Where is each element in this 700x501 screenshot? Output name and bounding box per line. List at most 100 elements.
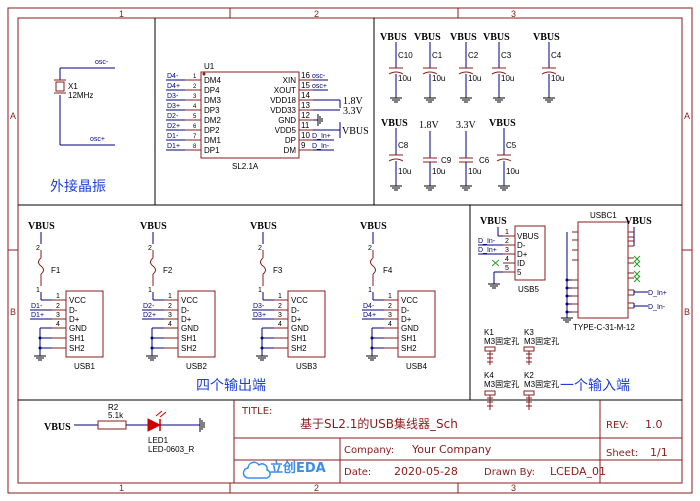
hole-k1-symbol <box>484 346 496 365</box>
port-pin-num: 4 <box>168 321 172 328</box>
cap-c8-net: VBUS <box>381 118 408 129</box>
cap-c5: VBUS C5 10u <box>489 118 519 191</box>
fuse-ref: F4 <box>383 266 393 275</box>
cap-c1: VBUS C1 10u <box>414 32 445 103</box>
u1-net-d-in-plus: D_In+ <box>312 133 331 140</box>
port-pin-label: VCC <box>291 296 308 305</box>
cap-c5-value: 10u <box>506 167 519 176</box>
cap-c9-value: 10u <box>432 167 445 176</box>
title-block: TITLE: 基于SL2.1的USB集线器_Sch REV: 1.0 Compa… <box>233 400 682 483</box>
u1-pin-gnd: GND <box>278 116 296 125</box>
sheet-value: 1/1 <box>650 446 668 459</box>
cap-c2: VBUS C2 10u <box>450 32 481 103</box>
frame-col-1-bottom: 1 <box>119 483 124 493</box>
u1-pin-num-2: 2 <box>193 84 197 90</box>
port-ref: USB2 <box>186 362 207 371</box>
crystal-value: 12MHz <box>68 91 93 100</box>
port-vbus-net: VBUS <box>28 221 55 232</box>
drawn-label: Drawn By: <box>484 467 535 478</box>
cap-c4-value: 10u <box>551 74 564 83</box>
port-pin-num: 3 <box>388 312 392 319</box>
u1-pin-num-9: 9 <box>301 141 306 150</box>
usb5-net-d-in-plus: D_In+ <box>478 247 497 254</box>
usb5-num-1: 1 <box>505 229 509 236</box>
port-ref: USB4 <box>406 362 427 371</box>
fuse-pin-2: 2 <box>258 245 262 252</box>
port-pin-label: VCC <box>181 296 198 305</box>
hole-k2-symbol <box>523 390 535 410</box>
port-pin-num: 4 <box>278 321 282 328</box>
fuse-pin-1: 1 <box>36 287 40 294</box>
usb5-num-5: 5 <box>505 265 509 272</box>
cap-c10-ref: C10 <box>398 51 413 60</box>
u1-left-pins: DM4 DP4 DM3 DP3 DM2 DP2 DM1 DP1 1 2 3 4 … <box>166 73 221 155</box>
port-pin-label: SH2 <box>181 344 197 353</box>
port-pin-num: 1 <box>168 293 172 300</box>
u1-pin-dm4: DM4 <box>204 76 221 85</box>
u1-right-pins: XIN XOUT VDD18 VDD33 GND VDD5 DP DM 16 1… <box>270 71 368 155</box>
crystal-section-label: 外接晶振 <box>50 178 106 195</box>
section-dividers <box>18 18 682 401</box>
sheet-frame: 1 2 3 1 2 3 A B A B <box>7 7 693 494</box>
usbc-net-d-in-minus: D_In- <box>648 304 666 311</box>
usb5-pin-id: ID <box>517 259 525 268</box>
rev-label: REV: <box>606 420 629 431</box>
hub-ic-u1: U1 SL2.1A DM4 DP4 DM3 DP3 DM2 DP2 <box>166 62 369 171</box>
u1-pin-dp2: DP2 <box>204 126 220 135</box>
u1-pin-dm2: DM2 <box>204 116 221 125</box>
cap-c1-value: 10u <box>432 74 445 83</box>
u1-pin-num-14: 14 <box>301 91 310 100</box>
decoupling-caps: VBUS C10 10u VBUS C1 10u VBUS C2 <box>380 32 564 191</box>
logo-text: 立创EDA <box>270 460 326 476</box>
usbc-ref: USBC1 <box>590 211 617 220</box>
r2-value: 5.1k <box>108 411 124 420</box>
port-pin-num: 4 <box>56 321 60 328</box>
lceda-logo: 立创EDA <box>242 460 326 479</box>
cap-c6-net: 3.3V <box>456 120 477 131</box>
port-pin-label: VCC <box>401 296 418 305</box>
port-pin-num: 2 <box>168 303 172 310</box>
cap-c10: VBUS C10 10u <box>380 32 413 103</box>
frame-col-2: 2 <box>314 9 319 19</box>
usbc-part: TYPE-C-31-M-12 <box>573 323 635 332</box>
company-label: Company: <box>344 445 394 456</box>
port-net-dp: D2+ <box>143 312 156 319</box>
fuse-pin-2: 2 <box>36 245 40 252</box>
cap-c4-net: VBUS <box>533 32 560 43</box>
port-pin-label: GND <box>69 324 87 333</box>
usb5-pin-dp: D+ <box>517 250 528 259</box>
crystal-section: osc- osc+ X1 12MHz 外接晶振 <box>50 59 115 195</box>
drawn-value: LCEDA_01 <box>550 465 606 478</box>
cap-c4-ref: C4 <box>551 51 562 60</box>
port-pin-label: GND <box>181 324 199 333</box>
u1-net-osc-plus: osc+ <box>312 83 327 90</box>
cap-c3-net: VBUS <box>483 32 510 43</box>
frame-row-a-right: A <box>684 111 690 121</box>
hole-k4-value: M3固定孔 <box>484 379 519 389</box>
r2-ref: R2 <box>108 403 119 412</box>
cap-c8: VBUS C8 10u <box>381 118 411 191</box>
port-pin-num: 2 <box>278 303 282 310</box>
port-pin-num: 3 <box>56 312 60 319</box>
u1-pin-num-7: 7 <box>193 134 197 140</box>
fuse-ref: F1 <box>51 266 61 275</box>
port-pin-label: D- <box>401 306 410 315</box>
hole-k4-ref: K4 <box>484 371 494 380</box>
fuse-ref: F3 <box>273 266 283 275</box>
port-pin-label: GND <box>291 324 309 333</box>
title-value: 基于SL2.1的USB集线器_Sch <box>300 416 458 431</box>
hole-k4-symbol <box>484 390 496 410</box>
u1-net-3v3: 3.3V <box>343 106 364 117</box>
port-net-dp: D4+ <box>363 312 376 319</box>
u1-pin-num-3: 3 <box>193 94 197 100</box>
u1-net-d4m: D4- <box>167 73 179 80</box>
mounting-holes: K1 M3固定孔 K3 M3固定孔 K4 M3固定孔 K2 M3固定孔 一个输入… <box>484 328 630 410</box>
u1-net-1v8: 1.8V <box>343 96 364 107</box>
frame-col-3: 3 <box>511 9 516 19</box>
port-net-dp: D3+ <box>253 312 266 319</box>
port-pin-label: D- <box>291 306 300 315</box>
usbc-net-d-in-plus: D_In+ <box>648 290 667 297</box>
port-pin-label: SH1 <box>291 334 307 343</box>
